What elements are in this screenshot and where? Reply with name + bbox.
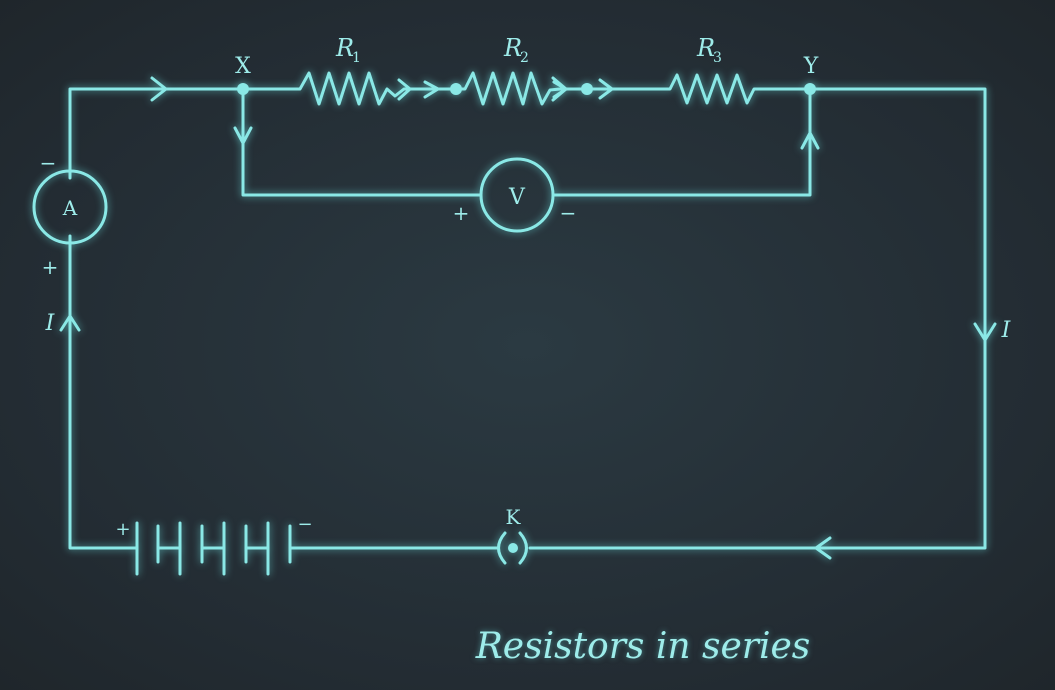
ammeter-label: A xyxy=(62,196,78,220)
wire-right xyxy=(528,87,987,550)
voltmeter-minus: − xyxy=(560,201,577,225)
node-x-label: X xyxy=(235,54,251,79)
current-arrow-top xyxy=(150,76,168,102)
arrow-down-x xyxy=(233,126,253,145)
caption: Resistors in series xyxy=(475,626,811,667)
r2-subscript: 2 xyxy=(520,50,529,66)
r3-label: R xyxy=(696,34,715,62)
ammeter-plus: + xyxy=(42,255,59,279)
r1-subscript: 1 xyxy=(352,50,361,66)
resistor-r1 xyxy=(290,71,458,106)
junction-r1-r2 xyxy=(450,83,462,95)
ammeter-minus: − xyxy=(40,151,57,175)
r3-subscript: 3 xyxy=(713,50,722,66)
r2-label: R xyxy=(503,34,522,62)
current-label-right: I xyxy=(1001,318,1012,343)
battery-plus: + xyxy=(115,519,130,540)
resistor-r2 xyxy=(454,71,590,106)
voltmeter xyxy=(479,157,555,233)
current-arrow-right xyxy=(973,322,997,342)
voltmeter-wire xyxy=(241,87,812,197)
battery-minus: − xyxy=(297,514,312,535)
ammeter xyxy=(32,169,108,245)
voltmeter-plus: + xyxy=(453,201,470,225)
node-y-label: Y xyxy=(803,54,819,79)
r1-label: R xyxy=(335,34,354,62)
wire-left-lower xyxy=(68,234,139,550)
voltmeter-label: V xyxy=(508,185,526,210)
resistor-r3 xyxy=(586,73,812,105)
current-arrow-bottom xyxy=(814,536,832,560)
junction-r2-r3 xyxy=(581,83,593,95)
key-label: K xyxy=(506,505,522,529)
node-x-dot xyxy=(237,83,249,95)
node-y-dot xyxy=(804,83,816,95)
plug-key[interactable] xyxy=(497,531,528,565)
wire-top-left xyxy=(68,87,294,180)
arrow-up-y xyxy=(800,131,820,150)
current-label-left: I xyxy=(45,311,56,336)
current-arrow-r1 xyxy=(397,78,440,101)
current-arrow-left xyxy=(59,314,81,332)
current-arrow-mid xyxy=(551,76,614,102)
battery xyxy=(135,521,292,576)
